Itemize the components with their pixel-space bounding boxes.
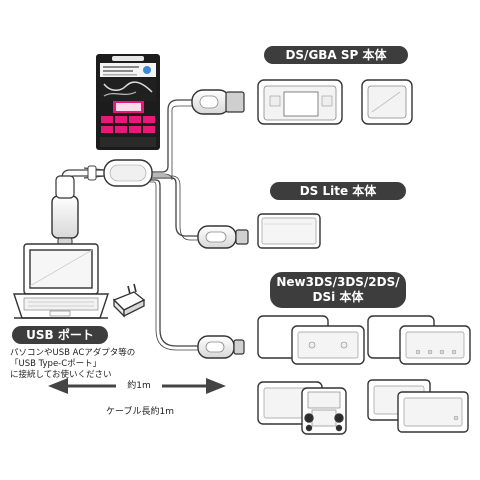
ds-lite-console bbox=[257, 213, 321, 249]
usb-note-line3: に接続してお使いください bbox=[10, 370, 112, 380]
cable-length: ケーブル長約1m bbox=[106, 407, 174, 417]
3ds-plug bbox=[197, 335, 245, 359]
cable-to-3ds bbox=[150, 179, 200, 347]
usb-note-line1: パソコンやUSB ACアダプタ等の bbox=[10, 348, 136, 358]
ds-gba-plug bbox=[191, 89, 245, 115]
new3ds-ll-console bbox=[257, 315, 365, 365]
cable-splitter bbox=[83, 159, 153, 187]
label-usb-port: USB ポート bbox=[12, 326, 108, 344]
cable-to-ds-lite bbox=[150, 177, 200, 237]
ac-adapter bbox=[112, 283, 146, 318]
cable-to-ds-gba bbox=[150, 99, 196, 173]
dsi-console bbox=[397, 391, 469, 433]
3ds-ll-console bbox=[367, 315, 471, 365]
label-ds-lite: DS Lite 本体 bbox=[270, 182, 406, 200]
usb-note-line2: 「USB Type-Cポート」 bbox=[10, 359, 102, 369]
2ds-console bbox=[301, 387, 347, 435]
usb-note: パソコンやUSB ACアダプタ等の 「USB Type-Cポート」 に接続してお… bbox=[10, 348, 135, 381]
usb-c-plug bbox=[51, 175, 79, 249]
laptop bbox=[13, 243, 109, 319]
label-new3ds-line2: DSi 本体 bbox=[312, 290, 364, 304]
ds-original-console bbox=[257, 79, 343, 125]
gba-sp-console bbox=[361, 79, 413, 125]
length-approx: 約1m bbox=[127, 381, 151, 391]
label-new3ds-line1: New3DS/3DS/2DS/ bbox=[276, 275, 400, 289]
length-arrow bbox=[48, 378, 226, 394]
label-new3ds: New3DS/3DS/2DS/ DSi 本体 bbox=[270, 272, 406, 308]
label-ds-gba-sp: DS/GBA SP 本体 bbox=[264, 46, 408, 64]
ds-lite-plug bbox=[197, 225, 249, 249]
product-package bbox=[96, 54, 160, 150]
